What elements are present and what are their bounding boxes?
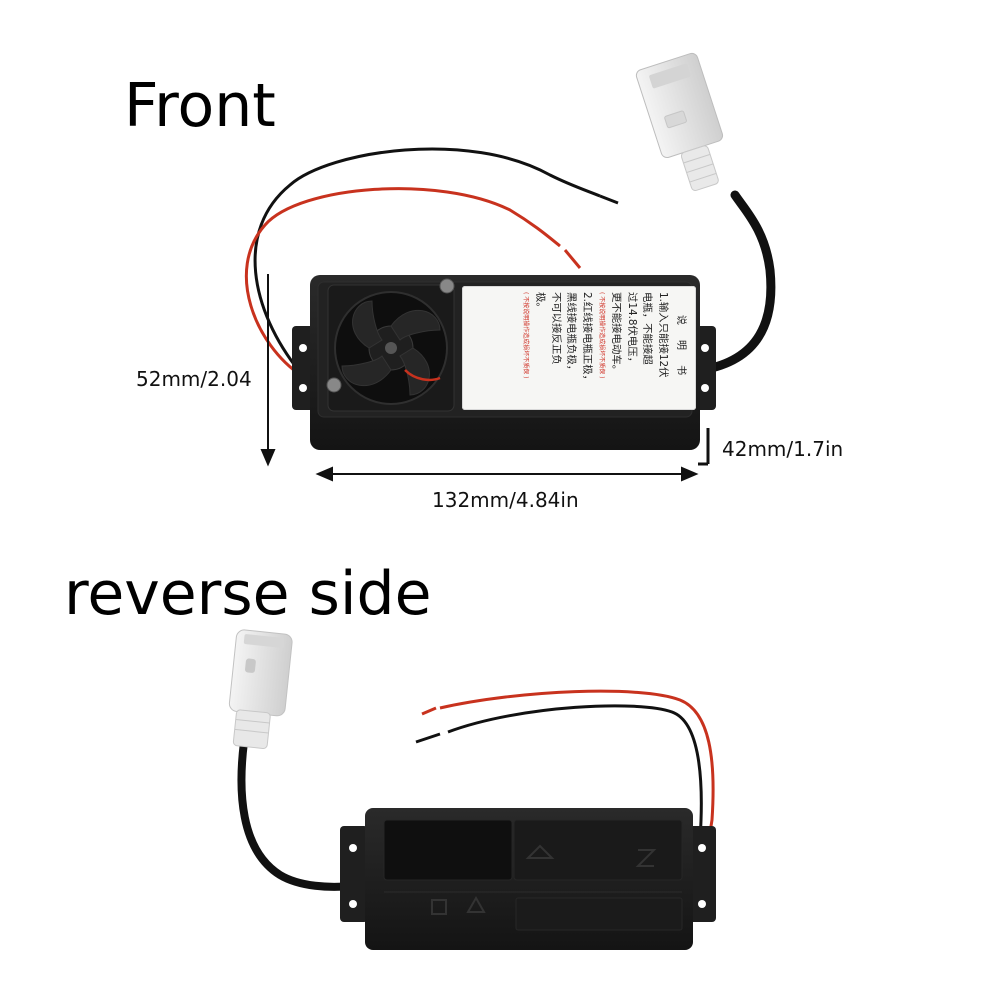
depth-dimension-label: 42mm/1.7in	[722, 437, 844, 461]
depth-dimension-marker	[698, 428, 710, 466]
instruction-label: 说 明 书 1.输入只能接12伏 电瓶，不能接超 过14.8伏电压， 更不能接电…	[462, 286, 696, 410]
instruction-warning: ( 不按说明操作造成损坏不质保 )	[522, 292, 529, 379]
cooling-fan	[327, 284, 455, 412]
reverse-usb-plug	[228, 629, 293, 749]
reverse-device	[228, 629, 716, 950]
instruction-line: 过14.8伏电压，	[626, 292, 638, 368]
reverse-side-title: reverse side	[64, 559, 432, 629]
instruction-line: 2.红线接电瓶正极，	[581, 292, 593, 386]
instruction-line: 更不能接电动车。	[610, 292, 623, 376]
instruction-line: 不可以接反正负	[550, 292, 562, 365]
height-dimension-label: 52mm/2.04	[136, 367, 252, 391]
instruction-line: 1.输入只能接12伏	[657, 292, 669, 378]
reverse-usb-cable	[237, 738, 356, 891]
width-dimension-arrow	[315, 466, 699, 482]
reverse-red-wire	[439, 689, 715, 859]
instruction-line: 黑线接电瓶负极，	[565, 292, 578, 376]
front-usb-cable	[697, 190, 776, 375]
height-dimension-arrow	[260, 274, 276, 467]
instruction-line: 电瓶，不能接超	[641, 292, 654, 365]
instruction-label-heading: 说 明 书	[675, 314, 686, 382]
width-dimension-label: 132mm/4.84in	[432, 488, 579, 512]
instruction-warning: ( 不按说明操作造成损坏不质保 )	[598, 292, 605, 379]
reverse-black-wire	[447, 704, 703, 861]
front-black-wire	[253, 147, 601, 373]
front-title: Front	[124, 71, 276, 141]
instruction-line: 极。	[534, 292, 547, 313]
front-usb-plug	[635, 52, 724, 192]
front-red-wire	[244, 187, 561, 378]
